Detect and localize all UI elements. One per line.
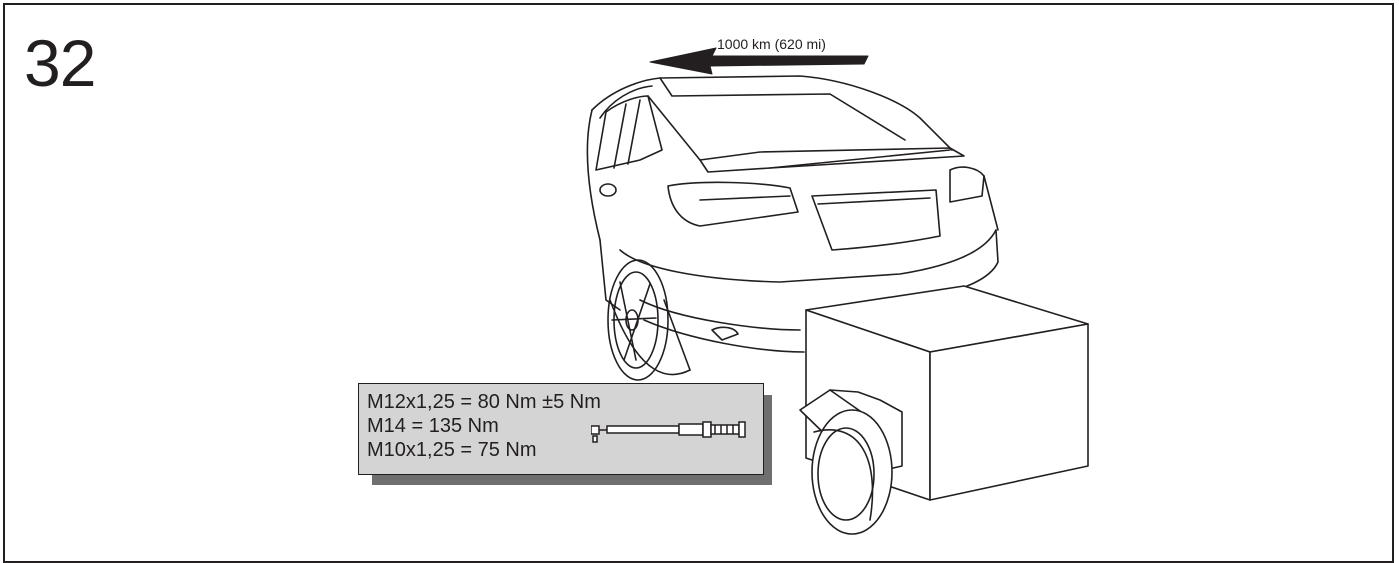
left-arrow-icon (649, 47, 869, 75)
torque-spec-m12: M12x1,25 = 80 Nm ±5 Nm (367, 391, 601, 413)
torque-spec-m14: M14 = 135 Nm (367, 415, 499, 437)
torque-wrench-icon (591, 421, 746, 443)
torque-spec-panel: M12x1,25 = 80 Nm ±5 Nm M14 = 135 Nm M10x… (358, 383, 764, 475)
step-number: 32 (24, 26, 96, 100)
torque-spec-m10: M10x1,25 = 75 Nm (367, 439, 537, 461)
car-rear-icon (586, 75, 999, 381)
trailer-icon (799, 285, 1089, 535)
step-illustration (586, 47, 1089, 535)
distance-label: 1000 km (620 mi) (717, 36, 826, 52)
